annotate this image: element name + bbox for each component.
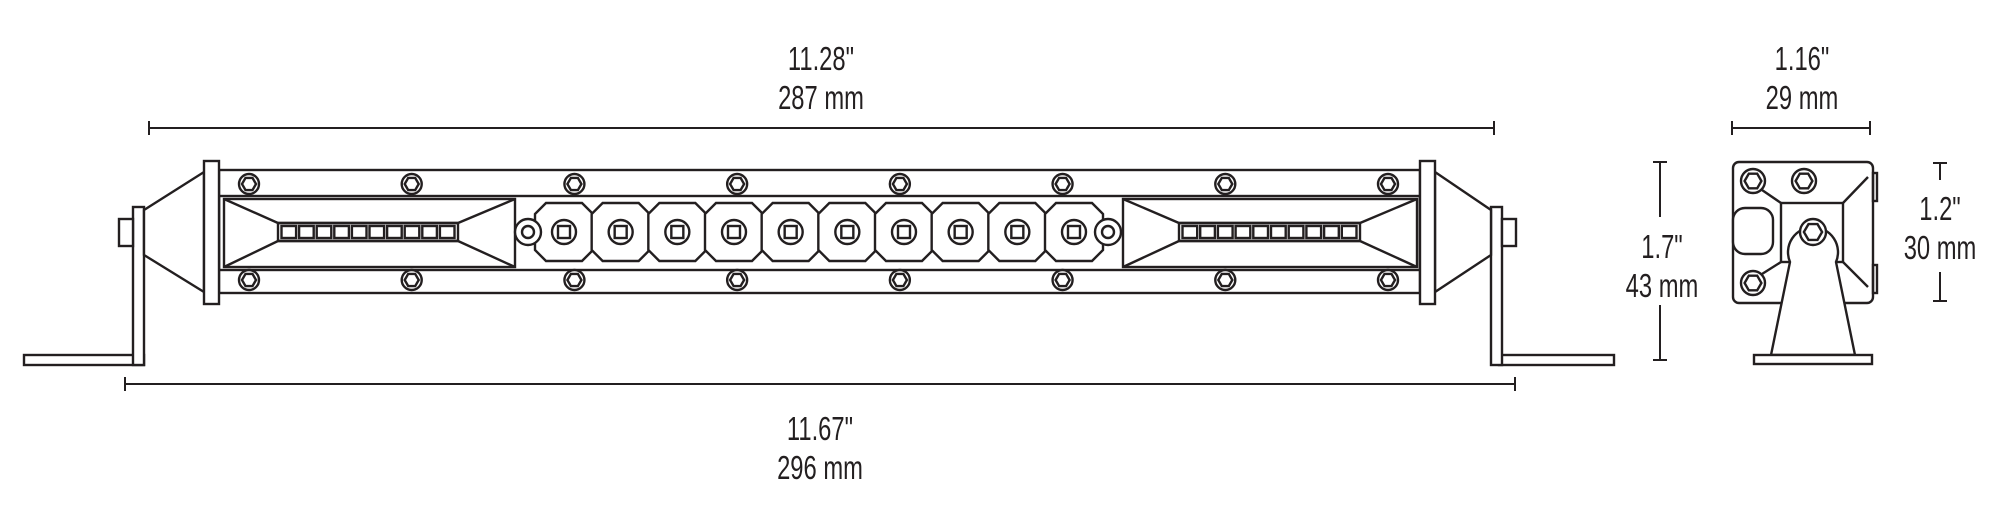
led-optic (930, 201, 991, 263)
led-chip (368, 224, 386, 240)
right-flood-reflector (1121, 197, 1419, 269)
led-chip (1269, 224, 1287, 240)
led-chip (1216, 224, 1234, 240)
led-chip (1305, 224, 1323, 240)
led-chip (1340, 224, 1358, 240)
optic-screw-icon (1093, 217, 1123, 247)
hex-bolt-icon (888, 268, 912, 292)
housing-height-inches: 1.2" (1919, 191, 1960, 228)
depth-dimension: 1.16" 29 mm (1731, 41, 1871, 135)
hex-bolt-icon (563, 268, 586, 292)
overall-height-dimension: 1.7" 43 mm (1626, 161, 1699, 361)
hex-bolt-icon (1051, 268, 1074, 292)
led-chip (1287, 224, 1305, 240)
overall-length-inches: 11.67" (787, 411, 853, 448)
hex-bolt-icon (1214, 172, 1237, 196)
side-cable-boss (1731, 206, 1775, 256)
light-bar-side-view: 1.7" 43 mm 1.16" 29 mm 1.2" 30 mm (1626, 41, 1977, 366)
led-chip (1198, 224, 1217, 240)
light-bar-front-view (22, 159, 1616, 367)
led-optic (703, 201, 765, 263)
led-chip (1322, 224, 1340, 240)
hex-bolt-icon (1798, 217, 1828, 247)
housing-length-inches: 11.28" (788, 41, 854, 78)
depth-mm: 29 mm (1766, 80, 1839, 117)
housing-length-mm: 287 mm (778, 80, 864, 117)
led-chip (1181, 224, 1199, 240)
overall-length-dimension: 11.67" 296 mm (124, 377, 1516, 487)
hex-bolt-icon (1376, 172, 1400, 196)
side-mount-foot (1752, 353, 1874, 366)
housing-height-mm: 30 mm (1904, 230, 1977, 267)
led-chip (315, 224, 333, 240)
housing-height-dimension: 1.2" 30 mm (1904, 162, 1977, 302)
housing-length-dimension: 11.28" 287 mm (148, 41, 1495, 135)
led-chip (1234, 224, 1252, 240)
right-end-plate (1418, 159, 1437, 306)
hex-bolt-icon (888, 172, 912, 196)
hex-bolt-icon (1376, 268, 1400, 292)
left-end-plate (202, 159, 221, 306)
hex-bolt-icon (725, 268, 749, 292)
hex-bolt-icon (237, 172, 261, 196)
hex-bolt-icon (237, 268, 261, 292)
led-optic (533, 201, 595, 263)
left-mount-bracket (22, 169, 206, 367)
led-chip (297, 224, 315, 240)
hex-bolt-icon (725, 172, 749, 196)
led-chip (350, 224, 368, 240)
led-chip (403, 224, 421, 240)
led-chip (438, 224, 456, 240)
hex-bolt-icon (1214, 268, 1237, 292)
depth-inches: 1.16" (1775, 41, 1830, 78)
hex-bolt-icon (400, 268, 423, 292)
hex-bolt-icon (1739, 269, 1767, 297)
led-chip (333, 224, 351, 240)
hex-bolt-icon (1790, 167, 1818, 195)
overall-height-inches: 1.7" (1641, 229, 1682, 266)
optic-screw-icon (513, 217, 543, 247)
overall-height-mm: 43 mm (1626, 268, 1699, 305)
led-optic (647, 201, 708, 263)
hex-bolt-icon (1051, 172, 1074, 196)
hex-bolt-icon (400, 172, 423, 196)
hex-bolt-icon (1739, 167, 1767, 195)
led-optic (590, 201, 651, 263)
right-mount-bracket (1433, 169, 1616, 367)
led-optic (760, 201, 821, 263)
led-optic (987, 201, 1048, 263)
hex-bolt-icon (563, 172, 586, 196)
led-chip (421, 224, 439, 240)
led-optic (873, 201, 935, 263)
led-chip (280, 224, 298, 240)
led-optic (817, 201, 878, 263)
led-chip (1252, 224, 1270, 240)
led-chip (385, 224, 403, 240)
led-optic (1043, 201, 1105, 263)
overall-length-mm: 296 mm (777, 450, 863, 487)
